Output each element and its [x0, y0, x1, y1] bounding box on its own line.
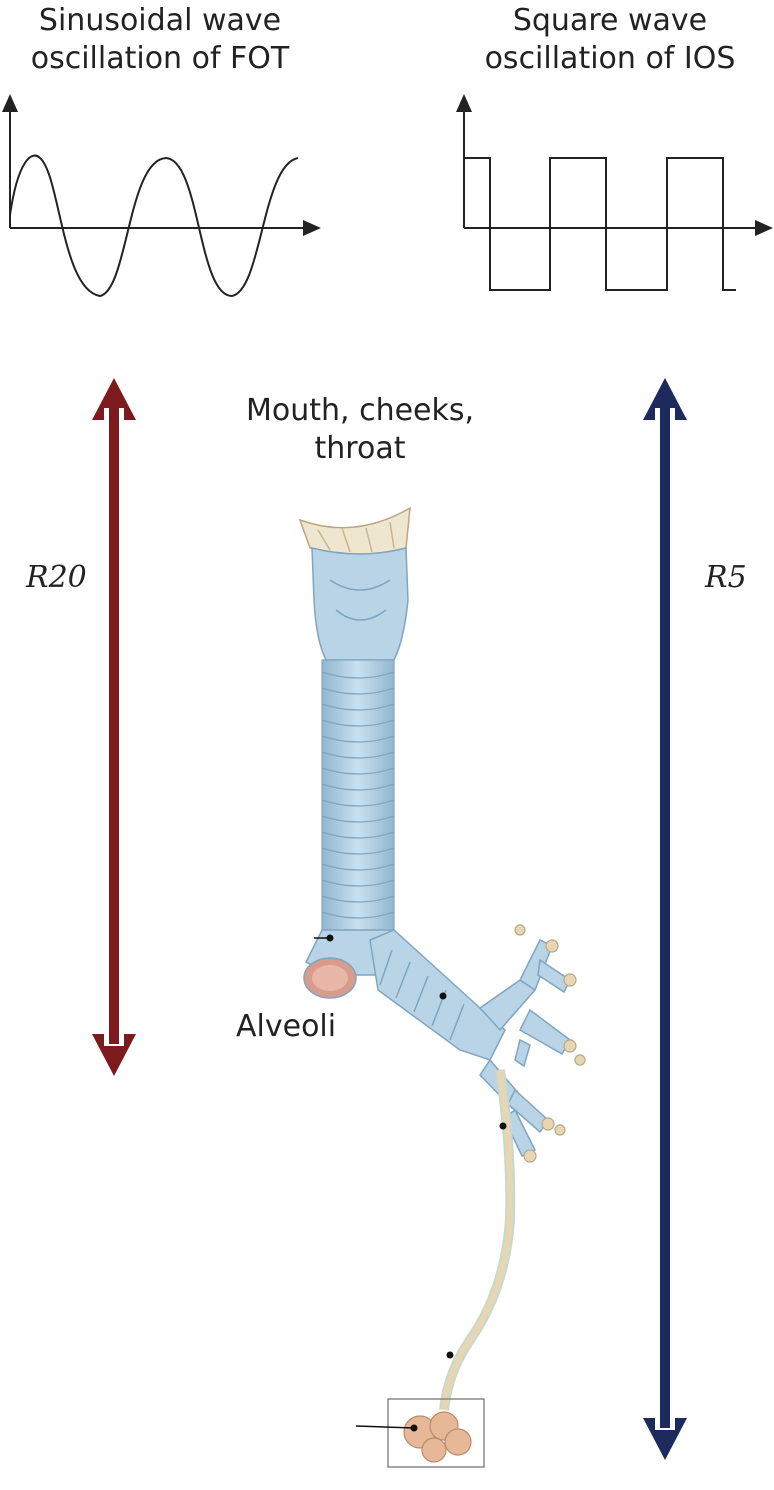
upper-airway-label: Mouth, cheeks, throat	[210, 392, 510, 468]
fot-wave-title: Sinusoidal wave oscillation of FOT	[10, 2, 310, 78]
r20-label: R20	[26, 560, 87, 595]
r20-text: R20	[26, 560, 87, 595]
trachea	[321, 659, 395, 931]
ios-y-arrowhead	[456, 94, 472, 112]
fot-y-arrowhead	[2, 94, 18, 112]
r5-label: R5	[705, 560, 747, 595]
alveoli-cluster	[403, 1411, 472, 1463]
ios-square-curve	[464, 157, 736, 291]
bronchioles	[514, 924, 586, 1163]
upper-airway-line1: Mouth, cheeks,	[245, 393, 475, 428]
airway-illustration	[298, 506, 586, 1468]
ios-x-arrowhead	[755, 220, 773, 236]
marker-dots	[314, 934, 507, 1359]
fot-x-arrowhead	[303, 220, 321, 236]
ios-title-line1: Square wave	[512, 3, 708, 38]
ios-wave-title: Square wave oscillation of IOS	[460, 2, 760, 78]
terminal-bronchiole	[439, 1069, 516, 1411]
fot-title-line1: Sinusoidal wave	[38, 3, 282, 38]
upper-airway-line2: throat	[314, 431, 406, 466]
ios-title-line2: oscillation of IOS	[484, 41, 736, 76]
ios-wave-graph	[456, 94, 773, 291]
fot-wave-graph	[2, 94, 321, 298]
right-bronchus	[369, 929, 571, 1157]
fot-sine-curve	[9, 154, 299, 298]
r20-arrow	[92, 378, 136, 1076]
alveoli-pointer	[355, 1425, 415, 1429]
r5-arrow	[643, 378, 687, 1460]
alveoli-label: Alveoli	[236, 1008, 356, 1046]
alveoli-box	[387, 1398, 485, 1468]
alveoli-text: Alveoli	[236, 1009, 337, 1044]
larynx	[311, 547, 409, 661]
fot-title-line2: oscillation of FOT	[30, 41, 290, 76]
r5-text: R5	[705, 560, 747, 595]
